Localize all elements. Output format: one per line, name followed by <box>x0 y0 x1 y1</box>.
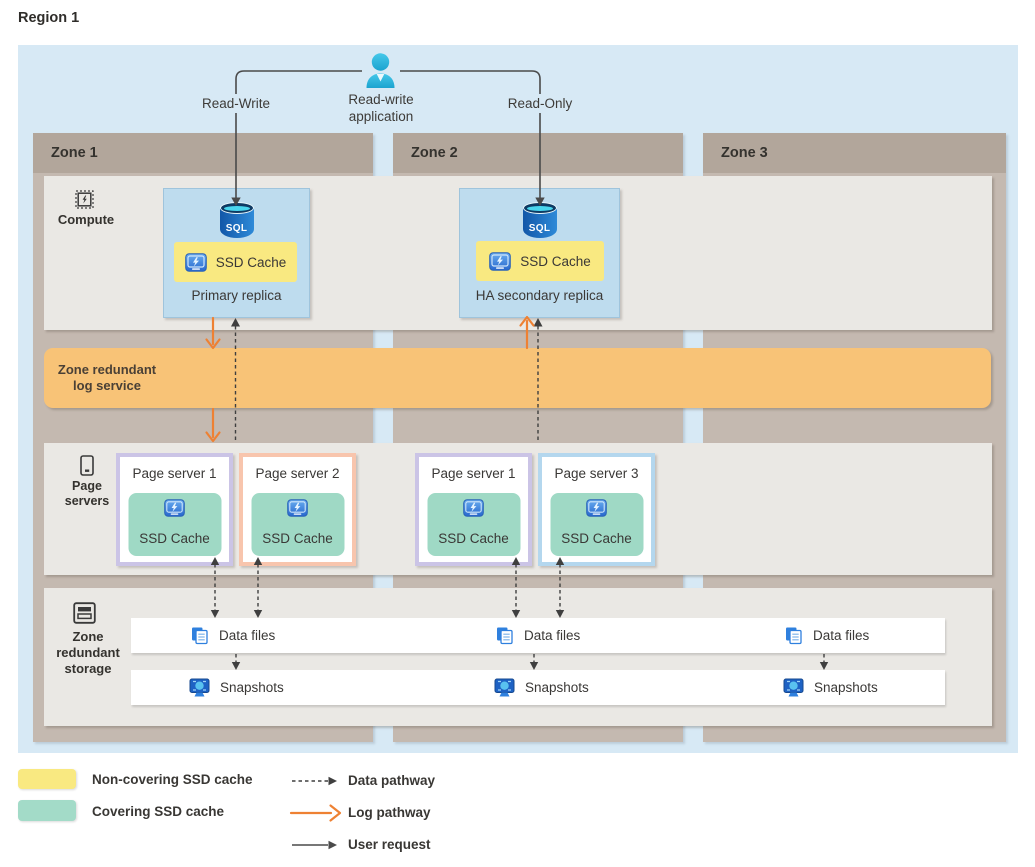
legend-covering-swatch <box>18 800 76 821</box>
ssd-drive-icon <box>287 499 308 517</box>
data-files-label: Data files <box>813 628 870 643</box>
read-write-application-label: Read-write application <box>329 90 433 126</box>
storage-row-label: Zone redundant storage <box>56 629 120 676</box>
ssd-cache-label: SSD Cache <box>438 531 509 546</box>
page-servers-icon <box>80 455 94 476</box>
snapshots-icon <box>494 678 515 696</box>
page-server-box: Page server 2 SSD Cache <box>239 453 356 566</box>
data-files-icon <box>192 627 208 645</box>
snapshots-icon <box>189 678 210 696</box>
storage-icon <box>73 602 96 624</box>
data-files-icon <box>497 627 513 645</box>
page-server-box: Page server 1 SSD Cache <box>116 453 233 566</box>
primary-replica-box: SQL SSD Cache Primary replica <box>163 188 310 318</box>
covering-ssd-cache: SSD Cache <box>427 493 520 556</box>
legend-non-covering-label: Non-covering SSD cache <box>92 772 253 787</box>
data-files-item: Data files <box>784 618 869 653</box>
covering-ssd-cache: SSD Cache <box>251 493 344 556</box>
page-server-title: Page server 1 <box>431 466 516 481</box>
ssd-drive-icon <box>586 499 607 517</box>
ha-secondary-replica-label: HA secondary replica <box>475 288 604 303</box>
covering-ssd-cache: SSD Cache <box>550 493 643 556</box>
zone-2-label: Zone 2 <box>411 145 458 161</box>
region-title: Region 1 <box>18 10 80 26</box>
non-covering-ssd-cache: SSD Cache <box>476 241 604 281</box>
snapshots-band <box>131 670 945 705</box>
cpu-icon <box>75 190 94 209</box>
snapshots-item: Snapshots <box>783 670 878 705</box>
ssd-cache-label: SSD Cache <box>520 253 591 269</box>
zone-3-label: Zone 3 <box>721 145 768 161</box>
snapshots-item: Snapshots <box>494 670 589 705</box>
ssd-drive-icon <box>164 499 185 517</box>
log-service-label: Zone redundant log service <box>57 362 157 393</box>
snapshots-label: Snapshots <box>220 680 284 695</box>
sql-database-icon: SQL <box>522 202 557 238</box>
ssd-cache-label: SSD Cache <box>139 531 210 546</box>
zone-redundant-log-service-bar <box>44 348 991 408</box>
zone-1-label: Zone 1 <box>51 145 98 161</box>
ssd-cache-label: SSD Cache <box>262 531 333 546</box>
ssd-drive-icon <box>184 252 207 272</box>
application-user-icon <box>366 53 395 88</box>
data-files-label: Data files <box>524 628 581 643</box>
ssd-cache-label: SSD Cache <box>561 531 632 546</box>
page-server-box: Page server 1 SSD Cache <box>415 453 532 566</box>
zone-1-header: Zone 1 <box>33 133 373 173</box>
legend-log-pathway-arrow <box>289 804 342 822</box>
non-covering-ssd-cache: SSD Cache <box>174 242 297 282</box>
read-write-label: Read-Write <box>191 94 281 113</box>
storage-row <box>44 588 992 726</box>
page-servers-row-label: Page servers <box>64 479 110 508</box>
page-server-title: Page server 2 <box>255 466 340 481</box>
page-server-title: Page server 1 <box>132 466 217 481</box>
snapshots-label: Snapshots <box>814 680 878 695</box>
read-only-label: Read-Only <box>495 94 585 113</box>
compute-row-label: Compute <box>57 212 115 227</box>
zone-2-header: Zone 2 <box>393 133 683 173</box>
snapshots-label: Snapshots <box>525 680 589 695</box>
legend-data-pathway-label: Data pathway <box>348 773 436 788</box>
data-files-band <box>131 618 945 653</box>
zone-3-header: Zone 3 <box>703 133 1006 173</box>
data-files-item: Data files <box>495 618 580 653</box>
ssd-cache-label: SSD Cache <box>215 254 287 270</box>
ha-secondary-replica-box: SQL SSD Cache HA secondary replica <box>459 188 620 318</box>
primary-replica-label: Primary replica <box>191 288 282 303</box>
page-server-title: Page server 3 <box>554 466 639 481</box>
ssd-drive-icon <box>463 499 484 517</box>
legend-user-request-label: User request <box>348 837 431 852</box>
snapshots-item: Snapshots <box>189 670 284 705</box>
data-files-item: Data files <box>190 618 275 653</box>
data-files-label: Data files <box>219 628 276 643</box>
covering-ssd-cache: SSD Cache <box>128 493 221 556</box>
sql-icon-label: SQL <box>528 223 551 234</box>
sql-icon-label: SQL <box>225 223 248 234</box>
ssd-drive-icon <box>489 251 512 271</box>
snapshots-icon <box>783 678 804 696</box>
legend-log-pathway-label: Log pathway <box>348 805 431 820</box>
legend-non-covering-swatch <box>18 769 76 789</box>
sql-database-icon: SQL <box>219 202 254 238</box>
page-server-box: Page server 3 SSD Cache <box>538 453 655 566</box>
data-files-icon <box>786 627 802 645</box>
legend-covering-label: Covering SSD cache <box>92 804 225 819</box>
